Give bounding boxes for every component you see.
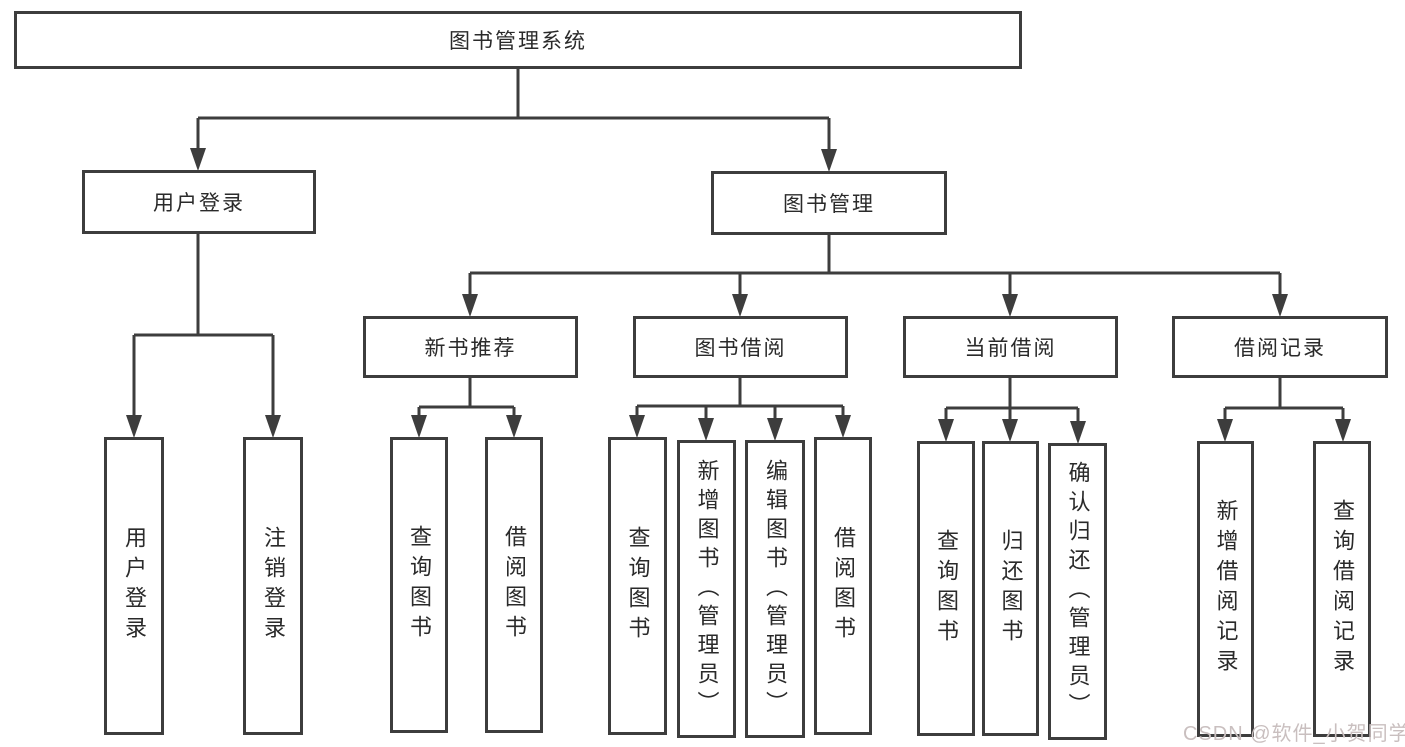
leaf-user-login: 用户登录 [104, 437, 164, 735]
edges-from-book-mgmt [468, 235, 1282, 296]
node-label: 新增借阅记录 [1213, 499, 1239, 679]
node-new-book-recommend: 新书推荐 [363, 316, 578, 378]
node-label: 查询图书 [625, 526, 651, 646]
node-label: 借阅记录 [1234, 337, 1326, 360]
leaf-query-borrow-record: 查询借阅记录 [1313, 441, 1371, 737]
node-borrowing-records: 借阅记录 [1172, 316, 1388, 378]
edges-from-root [196, 68, 831, 151]
node-label: 新书推荐 [424, 337, 517, 360]
node-current-borrowing: 当前借阅 [903, 316, 1118, 378]
leaf-logout: 注销登录 [243, 437, 303, 735]
node-system-root: 图书管理系统 [14, 11, 1022, 69]
node-label: 借阅图书 [502, 525, 527, 645]
leaf-borrow-books-recommend: 借阅图书 [485, 437, 543, 733]
leaf-edit-books-admin: 编辑图书（管理员） [745, 440, 805, 738]
node-label: 当前借阅 [964, 337, 1057, 360]
edges-from-borrow-records [1223, 378, 1345, 421]
node-label: 查询图书 [934, 528, 959, 649]
edges-from-current-borrow [944, 378, 1080, 423]
edges-from-new-book-rec [417, 378, 516, 417]
leaf-confirm-return-admin: 确认归还（管理员） [1048, 443, 1107, 740]
node-label: 用户登录 [122, 526, 147, 646]
node-label: 图书管理系统 [449, 30, 587, 53]
node-label: 图书借阅 [694, 337, 787, 360]
edges-from-user-login [132, 234, 275, 417]
leaf-add-borrow-record: 新增借阅记录 [1197, 441, 1254, 737]
node-book-borrowing: 图书借阅 [633, 316, 848, 378]
edges-from-book-borrow [635, 378, 845, 420]
leaf-borrow-books: 借阅图书 [814, 437, 872, 735]
node-label: 归还图书 [998, 528, 1024, 649]
leaf-return-books: 归还图书 [982, 441, 1039, 736]
node-label: 确认归还（管理员） [1065, 461, 1091, 722]
node-label: 借阅图书 [831, 526, 856, 646]
node-book-management: 图书管理 [711, 171, 947, 235]
node-label: 查询图书 [407, 525, 432, 645]
leaf-query-books-current: 查询图书 [917, 441, 975, 736]
node-label: 新增图书（管理员） [694, 458, 720, 720]
csdn-watermark: CSDN @软件_小贺同学 [1183, 723, 1405, 745]
node-label: 查询借阅记录 [1330, 499, 1355, 679]
leaf-query-books-recommend: 查询图书 [390, 437, 448, 733]
node-user-login: 用户登录 [82, 170, 316, 234]
leaf-add-books-admin: 新增图书（管理员） [677, 440, 736, 738]
arrowheads [126, 148, 1351, 444]
leaf-query-books-borrowing: 查询图书 [608, 437, 667, 735]
node-label: 编辑图书（管理员） [763, 458, 788, 720]
node-label: 图书管理 [783, 193, 875, 216]
node-label: 注销登录 [261, 526, 286, 646]
node-label: 用户登录 [153, 192, 245, 215]
